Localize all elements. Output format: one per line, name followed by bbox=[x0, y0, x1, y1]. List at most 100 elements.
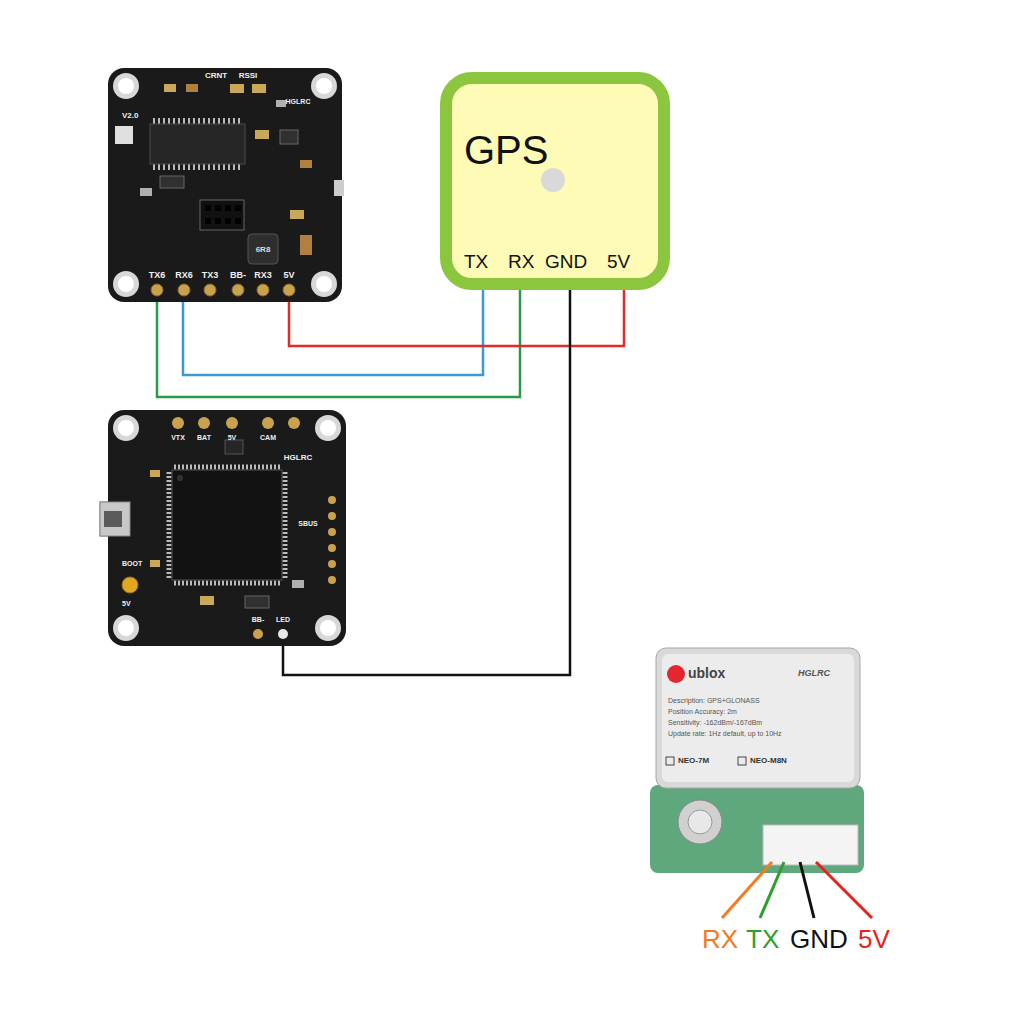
pcb-text: TX bbox=[464, 252, 488, 271]
flight-controller-part bbox=[122, 577, 138, 593]
flight-controller-part bbox=[328, 512, 336, 520]
pin-name: RX bbox=[702, 926, 738, 952]
pcb-text: NEO-7M bbox=[678, 757, 709, 765]
pcb-text: 5V bbox=[122, 600, 131, 607]
flight-controller-part bbox=[328, 560, 336, 568]
pcb-text: Sensitivity: -162dBm/-167dBm bbox=[668, 719, 762, 726]
osd-board-part bbox=[225, 205, 231, 211]
osd-board-part bbox=[230, 84, 244, 93]
pcb-text: ublox bbox=[688, 666, 725, 680]
gps-module-part bbox=[666, 757, 674, 765]
pcb-text: RX bbox=[508, 252, 534, 271]
pcb-text: 5V bbox=[283, 271, 294, 280]
osd-board-part bbox=[311, 73, 337, 99]
osd-board-part bbox=[164, 84, 176, 92]
osd-board-part bbox=[316, 276, 332, 292]
gps-module-part bbox=[688, 810, 712, 834]
module-wires-part bbox=[800, 862, 814, 918]
osd-board-part bbox=[300, 235, 312, 255]
flight-controller-part bbox=[174, 581, 280, 586]
osd-board-part bbox=[153, 164, 243, 170]
flight-controller-part bbox=[167, 472, 172, 578]
pcb-text: HGLRC bbox=[286, 98, 311, 105]
flight-controller-part bbox=[328, 528, 336, 536]
osd-board-part bbox=[118, 276, 134, 292]
osd-board-part bbox=[108, 68, 342, 302]
flight-controller-part bbox=[262, 417, 274, 429]
flight-controller-part bbox=[172, 470, 282, 580]
flight-controller-part bbox=[315, 415, 341, 441]
gps-box bbox=[446, 78, 664, 284]
pcb-text: VTX bbox=[171, 434, 185, 441]
flight-controller-part bbox=[172, 417, 184, 429]
osd-board bbox=[108, 68, 344, 302]
pcb-text: CAM bbox=[260, 434, 276, 441]
osd-board-part bbox=[215, 218, 221, 224]
osd-board-part bbox=[225, 218, 231, 224]
gps-box: GPSTXRXGND5V bbox=[440, 72, 670, 290]
osd-board-part bbox=[151, 284, 163, 296]
pcb-text: RX3 bbox=[254, 271, 272, 280]
pcb-text: SBUS bbox=[298, 520, 317, 527]
pcb-text: TX6 bbox=[149, 271, 166, 280]
flight-controller-part bbox=[108, 410, 346, 646]
flight-controller-part bbox=[113, 615, 139, 641]
osd-board-part bbox=[186, 84, 198, 92]
pcb-text: 5V bbox=[228, 434, 237, 441]
flight-controller-part bbox=[328, 496, 336, 504]
osd-board-part bbox=[235, 205, 241, 211]
pcb-text: V2.0 bbox=[122, 112, 138, 120]
flight-controller-part bbox=[253, 629, 263, 639]
pcb-text: HGLRC bbox=[798, 669, 830, 678]
pcb-text: RSSI bbox=[239, 72, 258, 80]
pin-name: 5V bbox=[858, 926, 890, 952]
osd-board-part bbox=[204, 284, 216, 296]
gps-box-part bbox=[541, 168, 565, 192]
flight-controller-part bbox=[328, 576, 336, 584]
osd-board-part bbox=[205, 218, 211, 224]
osd-board-part bbox=[235, 218, 241, 224]
gps-module-part bbox=[667, 665, 685, 683]
flight-controller-part bbox=[174, 465, 280, 470]
osd-board-part bbox=[215, 205, 221, 211]
pin-name: TX bbox=[746, 926, 779, 952]
wire bbox=[283, 290, 570, 675]
pcb-text: 6R8 bbox=[256, 246, 271, 254]
pcb-text: BAT bbox=[197, 434, 211, 441]
flight-controller-part bbox=[100, 502, 130, 536]
module-wires-part bbox=[816, 862, 872, 918]
osd-board-part bbox=[311, 271, 337, 297]
osd-board-part bbox=[113, 73, 139, 99]
pcb-text: GPS bbox=[464, 130, 548, 170]
flight-controller-part bbox=[245, 596, 269, 608]
wire bbox=[183, 290, 483, 375]
flight-controller-part bbox=[118, 620, 134, 636]
pcb-text: Description: GPS+GLONASS bbox=[668, 697, 760, 704]
flight-controller-part bbox=[104, 511, 122, 527]
pcb-text: 5V bbox=[607, 252, 630, 271]
osd-board-part bbox=[153, 118, 243, 124]
gps-module-part bbox=[650, 785, 864, 873]
pcb-text: Update rate: 1Hz default, up to 10Hz bbox=[668, 730, 782, 737]
pcb-text: BB- bbox=[230, 271, 246, 280]
gps-module bbox=[650, 648, 864, 873]
gps-module-part bbox=[678, 800, 722, 844]
osd-board-part bbox=[257, 284, 269, 296]
pcb-text: HGLRC bbox=[284, 454, 312, 462]
gps-module-part bbox=[662, 654, 854, 782]
flight-controller-part bbox=[177, 475, 183, 481]
flight-controller-part bbox=[292, 580, 304, 588]
wire bbox=[157, 290, 520, 397]
pcb-text: CRNT bbox=[205, 72, 227, 80]
osd-board-part bbox=[150, 124, 245, 164]
flight-controller-part bbox=[118, 420, 134, 436]
osd-board-part bbox=[178, 284, 190, 296]
gps-module-part bbox=[738, 757, 746, 765]
gps-box-part bbox=[446, 78, 664, 284]
osd-board-part bbox=[280, 130, 298, 144]
flight-controller-part bbox=[226, 417, 238, 429]
flight-controller-part bbox=[283, 472, 288, 578]
osd-board-part bbox=[255, 130, 269, 139]
osd-board-part bbox=[252, 84, 266, 93]
